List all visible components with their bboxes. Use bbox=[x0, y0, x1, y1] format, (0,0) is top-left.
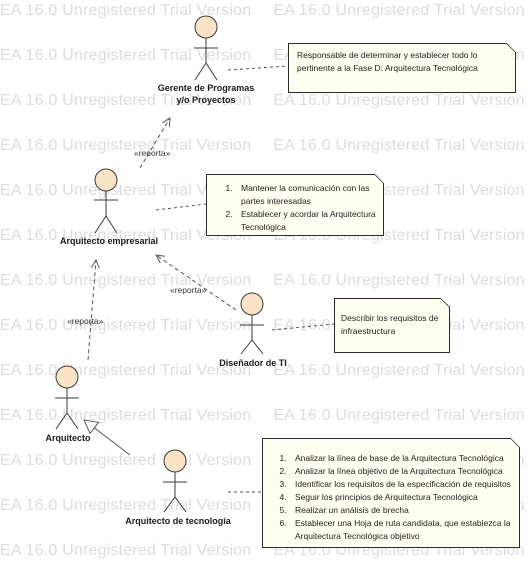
note-disenador-text: Describir los requisitos de infraestruct… bbox=[341, 313, 439, 336]
note-anchor-gerente bbox=[227, 65, 289, 71]
list-item: Establecer una Hoja de ruta candidata, q… bbox=[289, 517, 515, 543]
actor-gerente-icon[interactable] bbox=[194, 15, 218, 81]
note-anchor-disenador bbox=[271, 323, 335, 331]
list-item: Identificar los requisitos de la especif… bbox=[289, 478, 515, 491]
actor-arquitecto-empresarial-icon[interactable] bbox=[94, 168, 118, 234]
actor-arquitecto-empresarial-label: Arquitecto empresarial bbox=[59, 236, 159, 246]
actor-arquitecto-label: Arquitecto bbox=[45, 433, 91, 443]
generalization-tecnologia-to-arquitecto[interactable] bbox=[83, 419, 131, 456]
actor-disenador-ti-icon[interactable] bbox=[240, 292, 264, 355]
reporta-disenador-to-empresarial[interactable] bbox=[156, 255, 237, 311]
note-arquitecto-empresarial[interactable]: Mantener la comunicación con las partes … bbox=[206, 174, 384, 236]
stereotype-label: «reporta» bbox=[67, 316, 104, 326]
note-gerente-text: Responsable de determinar y establecer t… bbox=[297, 50, 478, 73]
stereotype-label: «reporta» bbox=[134, 148, 171, 158]
note-anchor-empresarial bbox=[155, 203, 207, 211]
note-arquitecto-tecnologia[interactable]: Analizar la línea de base de la Arquitec… bbox=[262, 438, 520, 548]
list-item: Establecer y acordar la Arquitectura Tec… bbox=[235, 208, 377, 234]
note-tecnologia-list: Analizar la línea de base de la Arquitec… bbox=[267, 452, 515, 543]
reporta-arquitecto-to-empresarial[interactable] bbox=[87, 260, 96, 361]
actor-disenador-ti-label: Diseñador de TI bbox=[219, 358, 287, 368]
actor-arquitecto-tecnologia-label: Arquitecto de tecnología bbox=[125, 516, 231, 526]
list-item: Analizar la línea de base de la Arquitec… bbox=[289, 452, 515, 465]
actor-gerente-label: Gerente de Programas y/o Proyectos bbox=[157, 83, 255, 105]
list-item: Realizar un análisis de brecha bbox=[289, 504, 515, 517]
note-empresarial-list: Mantener la comunicación con las partes … bbox=[213, 182, 377, 234]
list-item: Seguir los principios de Arquitectura Te… bbox=[289, 491, 515, 504]
reporta-empresarial-to-gerente[interactable] bbox=[139, 118, 170, 169]
note-disenador-ti[interactable]: Describir los requisitos de infraestruct… bbox=[334, 298, 450, 353]
actor-arquitecto-icon[interactable] bbox=[55, 365, 79, 430]
stereotype-label: «reporta» bbox=[170, 285, 207, 295]
note-gerente[interactable]: Responsable de determinar y establecer t… bbox=[288, 43, 516, 93]
list-item: Analizar la línea objetivo de la Arquite… bbox=[289, 465, 515, 478]
actor-arquitecto-tecnologia-icon[interactable] bbox=[163, 449, 187, 513]
list-item: Mantener la comunicación con las partes … bbox=[235, 182, 377, 208]
